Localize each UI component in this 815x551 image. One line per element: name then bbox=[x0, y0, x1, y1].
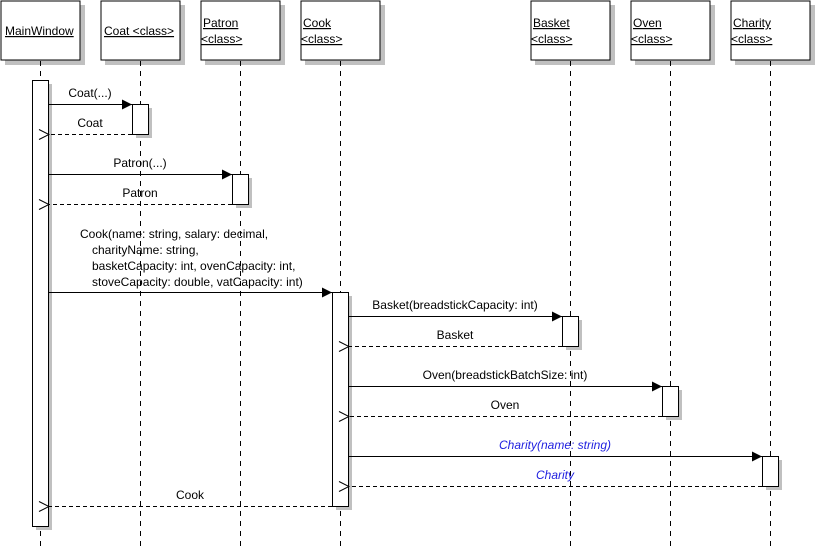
lifeline-charity[interactable]: Charity <class> bbox=[730, 0, 815, 551]
activation-basket bbox=[562, 316, 582, 350]
lifeline-coat[interactable]: Coat <class> bbox=[100, 0, 185, 551]
activation-charity bbox=[762, 456, 782, 490]
activation-bar bbox=[332, 292, 349, 507]
message-return-cook[interactable]: Basket bbox=[349, 328, 562, 347]
message-call-oven[interactable]: Oven(breadstickBatchSize: int) bbox=[349, 368, 662, 392]
message-label: Basket(breadstickCapacity: int) bbox=[372, 298, 537, 312]
activation-patron bbox=[232, 174, 252, 208]
message-return-cook[interactable]: Charity bbox=[349, 468, 762, 487]
lifeline-head-box[interactable] bbox=[200, 0, 281, 61]
message-label: Cook bbox=[176, 488, 205, 502]
message-label: basketCapacity: int, ovenCapacity: int, bbox=[92, 259, 295, 273]
lifeline-head-box[interactable] bbox=[530, 0, 611, 61]
message-label: charityName: string, bbox=[92, 243, 199, 257]
message-call-coat[interactable]: Coat(...) bbox=[49, 86, 132, 110]
lifeline-head-box[interactable] bbox=[630, 0, 711, 61]
lifeline-title-line: <class> bbox=[531, 32, 572, 46]
lifeline-title-line: <class> bbox=[301, 32, 342, 46]
lifeline-head-box[interactable] bbox=[0, 0, 81, 61]
lifeline-patron[interactable]: Patron <class> bbox=[200, 0, 285, 551]
message-return-cook[interactable]: Oven bbox=[349, 398, 662, 417]
lifeline-title-line: <class> bbox=[631, 32, 672, 46]
activation-bar bbox=[32, 80, 49, 527]
message-return-mainwindow[interactable]: Coat bbox=[49, 116, 132, 135]
activation-bar bbox=[662, 386, 679, 417]
message-label: Basket bbox=[437, 328, 474, 342]
lifeline-title-line: Charity bbox=[733, 16, 771, 30]
lifeline-head-box[interactable] bbox=[730, 0, 811, 61]
message-label: Coat bbox=[77, 116, 103, 130]
message-label: Coat(...) bbox=[68, 86, 111, 100]
lifeline-oven[interactable]: Oven <class> bbox=[630, 0, 715, 551]
message-call-cook[interactable]: Cook(name: string, salary: decimal, chari… bbox=[49, 227, 332, 298]
message-label: Patron bbox=[122, 186, 157, 200]
lifeline-title-line: <class> bbox=[201, 32, 242, 46]
lifeline-mainwindow[interactable]: MainWindow bbox=[0, 0, 85, 551]
lifeline-title-line: Oven bbox=[633, 16, 662, 30]
lifeline-head-box[interactable] bbox=[300, 0, 381, 61]
message-label: Charity(name: string) bbox=[499, 438, 611, 452]
lifeline-head-box[interactable] bbox=[100, 0, 181, 61]
lifeline-title-line: Coat <class> bbox=[104, 24, 174, 38]
message-label: Oven(breadstickBatchSize: int) bbox=[423, 368, 588, 382]
activation-bar bbox=[232, 174, 249, 205]
activations-layer bbox=[32, 80, 782, 530]
activation-bar bbox=[562, 316, 579, 347]
lifeline-title-line: MainWindow bbox=[5, 24, 74, 38]
message-label: Charity bbox=[536, 468, 575, 482]
message-call-patron[interactable]: Patron(...) bbox=[49, 156, 232, 180]
lifeline-cook[interactable]: Cook <class> bbox=[300, 0, 385, 551]
lifeline-title-line: Cook bbox=[303, 16, 332, 30]
lifeline-basket[interactable]: Basket <class> bbox=[530, 0, 615, 551]
activation-cook bbox=[332, 292, 352, 510]
message-call-basket[interactable]: Basket(breadstickCapacity: int) bbox=[349, 298, 562, 322]
message-label: Patron(...) bbox=[113, 156, 166, 170]
message-return-mainwindow[interactable]: Patron bbox=[49, 186, 232, 205]
lifeline-title-line: Basket bbox=[533, 16, 570, 30]
message-call-charity[interactable]: Charity(name: string) bbox=[349, 438, 762, 462]
message-label: Oven bbox=[491, 398, 520, 412]
message-label: Cook(name: string, salary: decimal, bbox=[80, 227, 268, 241]
message-label: stoveCapacity: double, vatCapacity: int) bbox=[92, 275, 303, 289]
message-return-mainwindow[interactable]: Cook bbox=[49, 488, 332, 507]
activation-mainwindow bbox=[32, 80, 52, 530]
lifeline-title-line: <class> bbox=[731, 32, 772, 46]
activation-oven bbox=[662, 386, 682, 420]
activation-bar bbox=[762, 456, 779, 487]
lifeline-title-line: Patron bbox=[203, 16, 238, 30]
activation-bar bbox=[132, 104, 149, 135]
activation-coat bbox=[132, 104, 152, 138]
